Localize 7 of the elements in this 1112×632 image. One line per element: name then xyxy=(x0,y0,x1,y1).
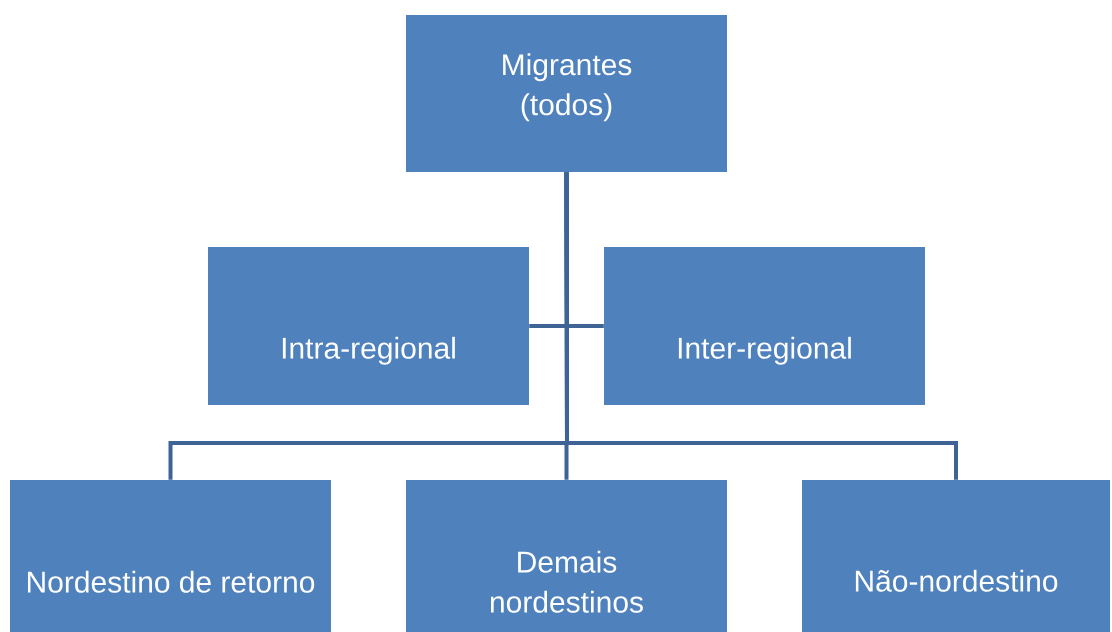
connector-line xyxy=(564,172,958,480)
category-box: Demais nordestinos xyxy=(406,480,727,632)
category-box: Inter-regional xyxy=(604,247,925,405)
category-box: Nordestino de retorno xyxy=(10,480,331,632)
category-box: Intra-regional xyxy=(208,247,529,405)
category-box: Não-nordestino xyxy=(802,480,1110,632)
category-box: Migrantes (todos) xyxy=(406,15,727,172)
